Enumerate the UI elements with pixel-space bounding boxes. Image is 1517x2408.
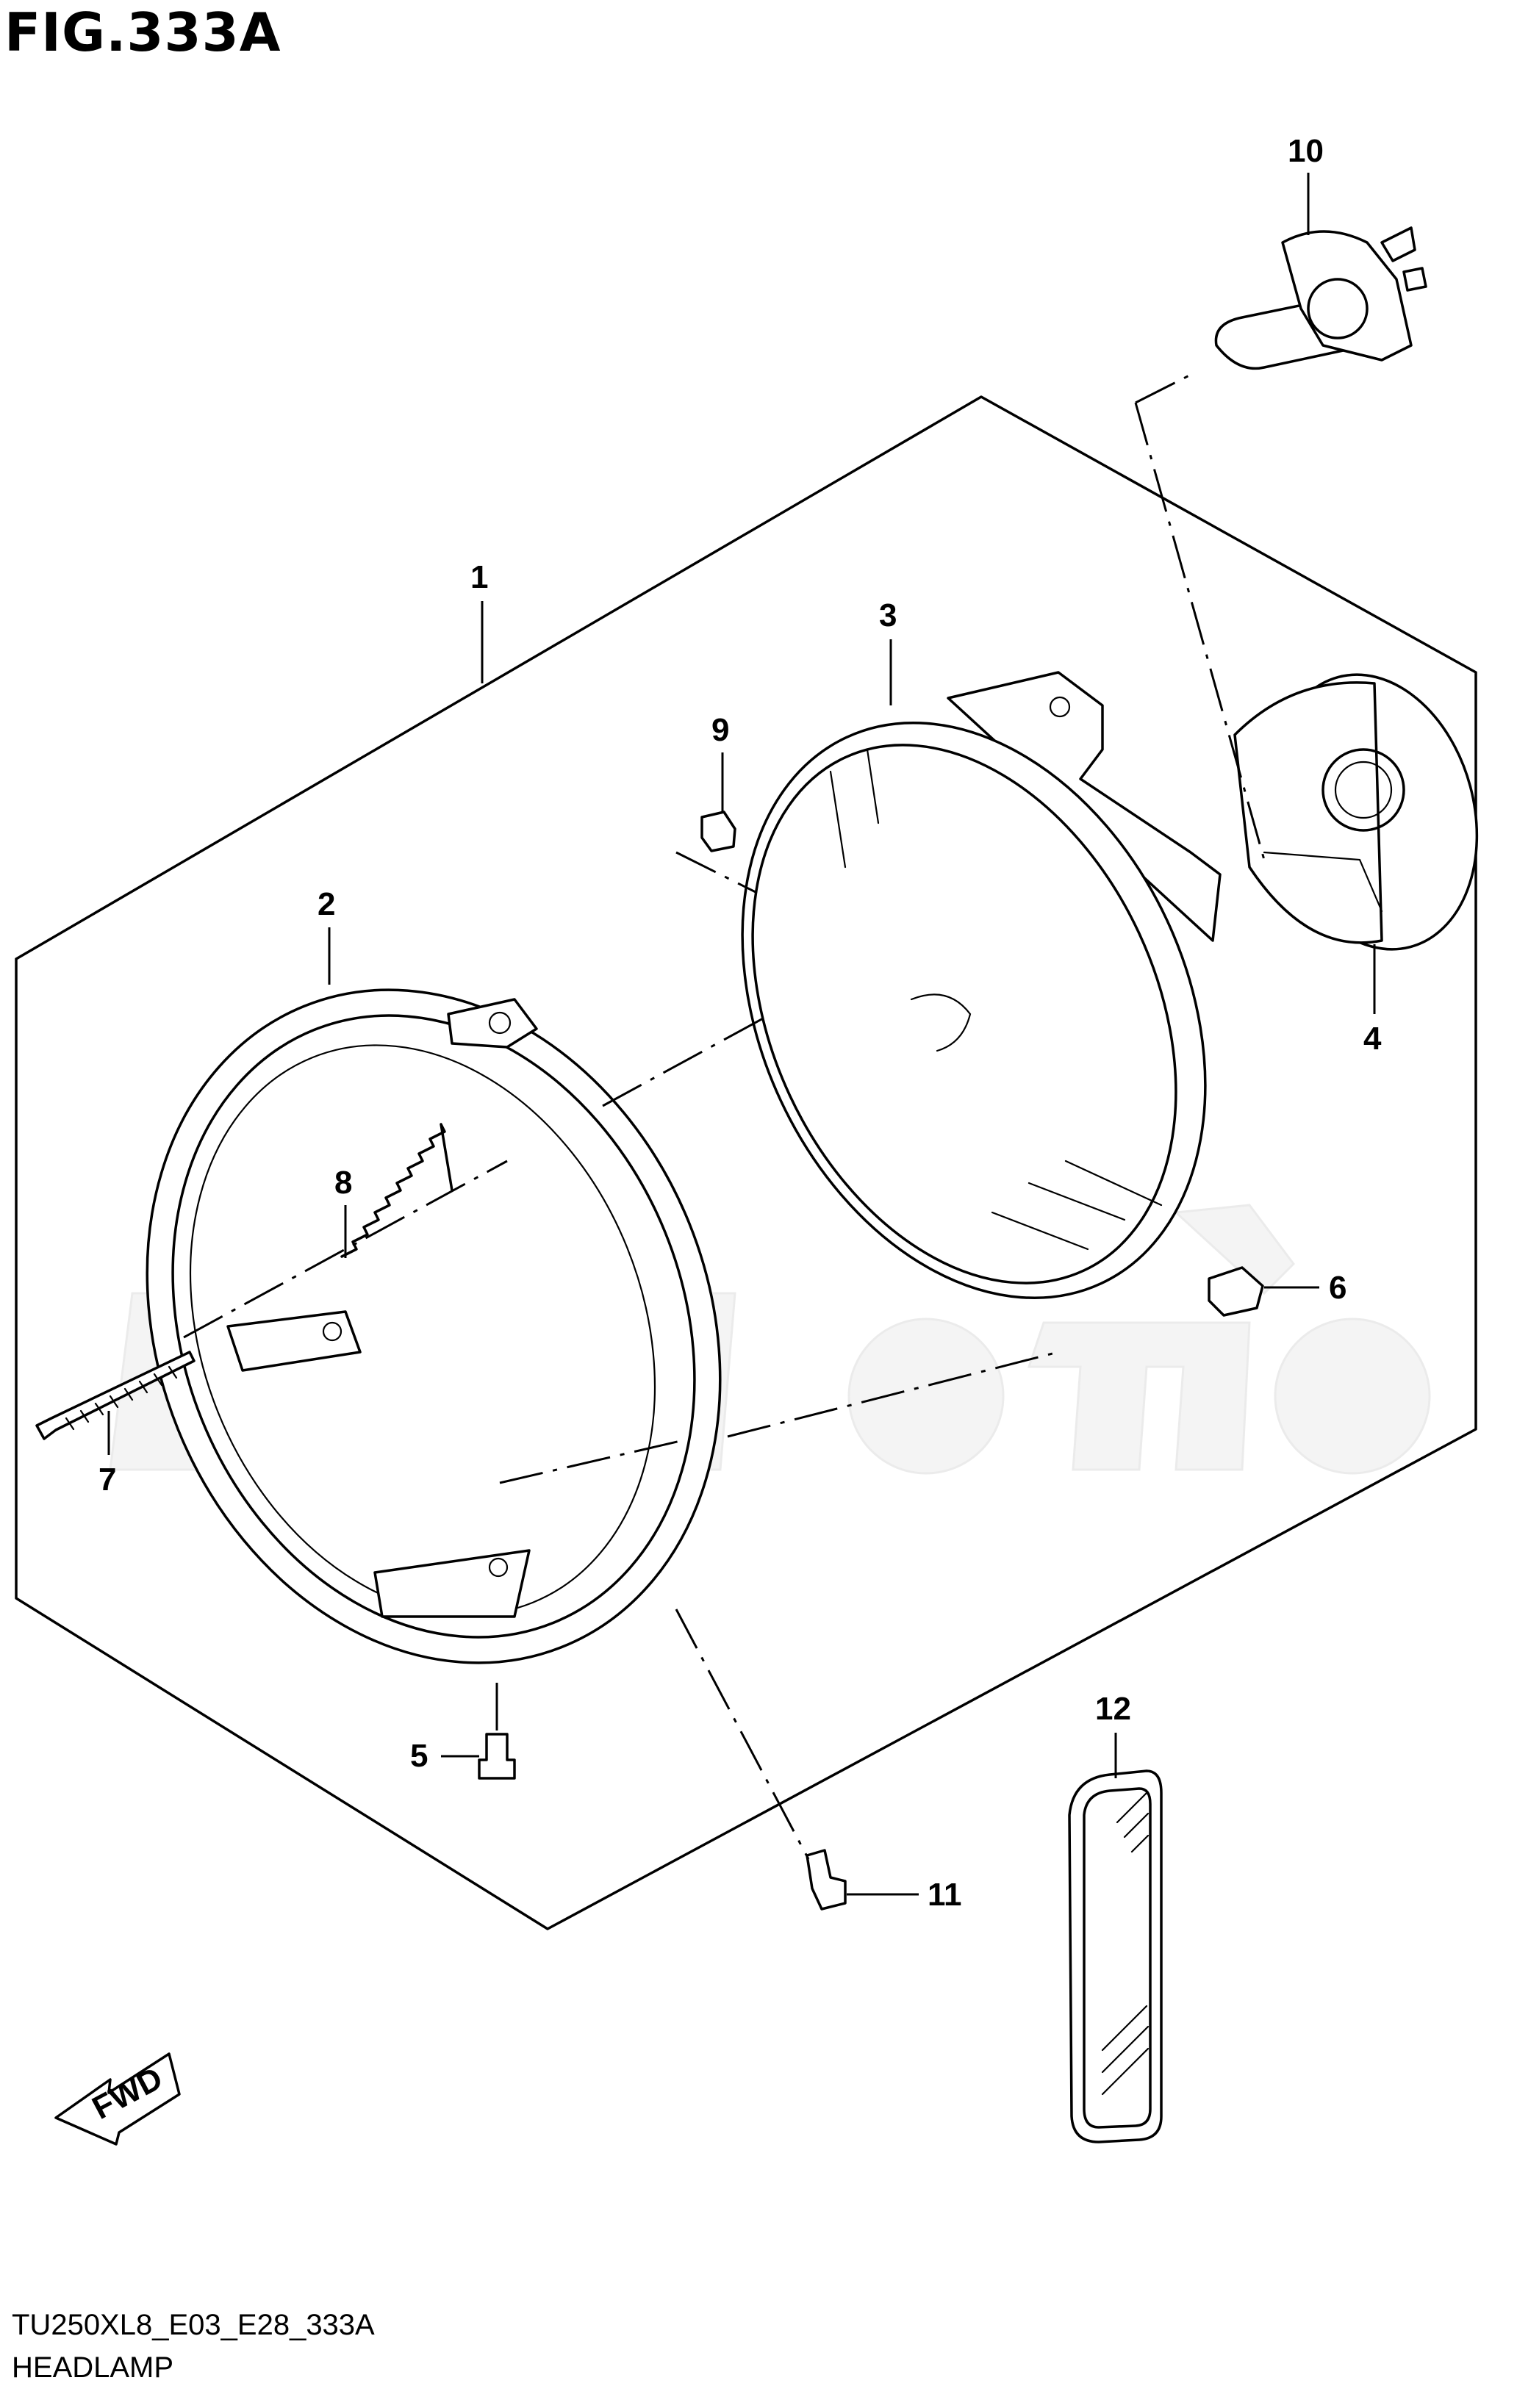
bolt-part-11 [806,1849,847,1911]
rim-part [146,988,722,1664]
callout-12: 12 [1095,1691,1131,1727]
clip-part-9 [700,811,736,852]
figure-title: FIG.333A [4,1,281,63]
callout-11: 11 [928,1877,962,1913]
spring-part-8 [340,1123,453,1258]
bulb-part-10 [1214,226,1427,370]
callout-10: 10 [1288,133,1324,169]
alignment-lines [183,373,1266,1860]
callout-3: 3 [879,597,897,633]
callout-5: 5 [410,1738,428,1774]
callout-9: 9 [711,712,729,748]
lens-unit-part [741,671,1222,1300]
callout-8: 8 [334,1165,352,1201]
footer-figure-name: HEADLAMP [12,2351,174,2384]
screw-part-5 [478,1733,516,1780]
assembly-outline [15,395,1477,1930]
callout-2: 2 [318,886,335,922]
long-screw-part-7 [35,1351,196,1440]
footer-figure-code: TU250XL8_E03_E28_333A [12,2309,375,2341]
nut-part-6 [1208,1266,1264,1317]
callout-7: 7 [98,1462,116,1498]
callout-1: 1 [470,559,488,595]
callout-6: 6 [1329,1270,1346,1306]
callout-4: 4 [1363,1021,1382,1057]
housing-part [1233,673,1479,951]
reflector-part-12 [1068,1769,1163,2143]
forward-arrow-icon: FWD [54,2052,181,2146]
